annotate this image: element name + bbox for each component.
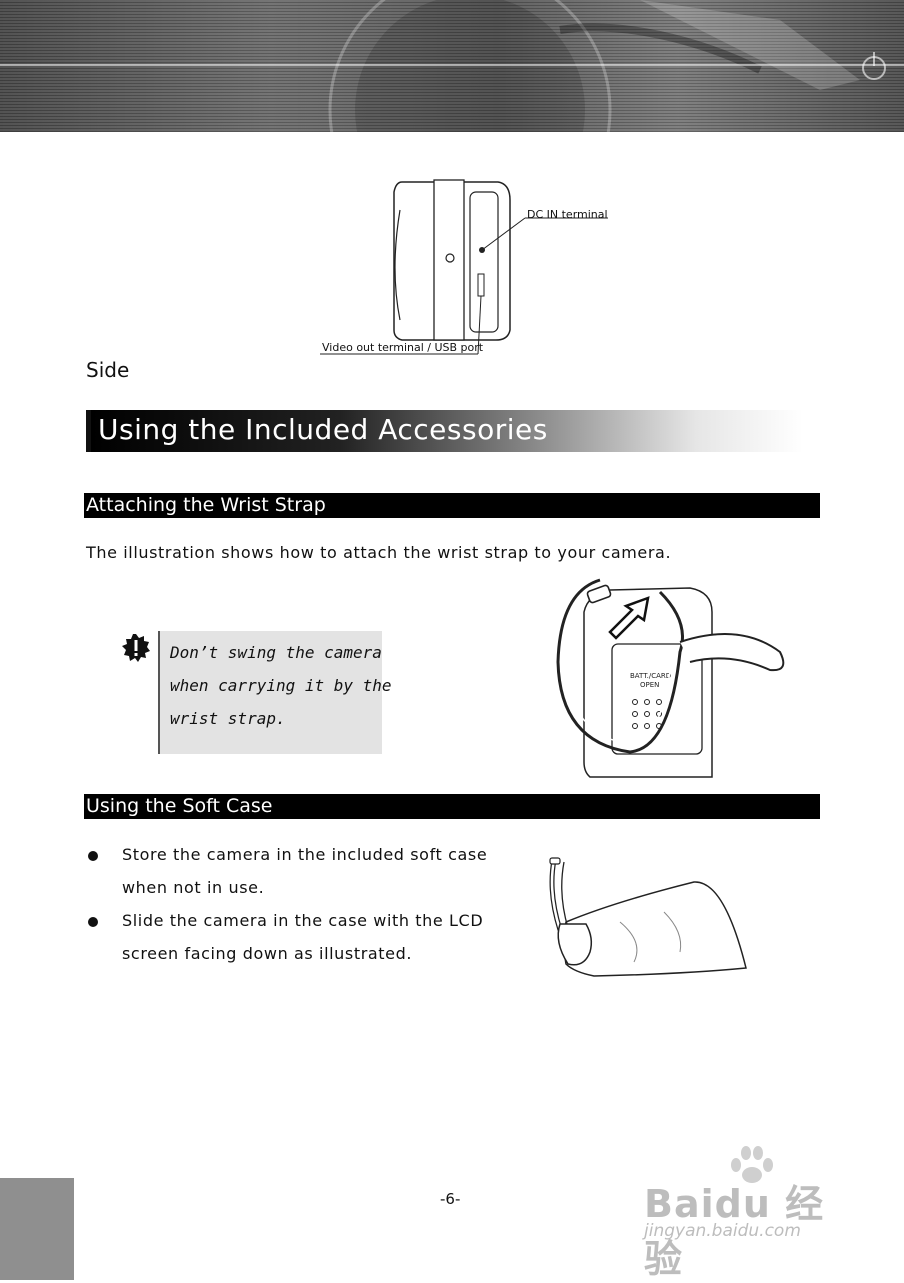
soft-case-figure <box>549 857 747 977</box>
heading-soft-case: Using the Soft Case <box>84 794 820 819</box>
page-corner-tab <box>0 1178 74 1280</box>
bullet-dot <box>88 917 98 927</box>
wrist-strap-intro: The illustration shows how to attach the… <box>86 543 672 562</box>
section-title: Using the Included Accessories <box>98 413 548 446</box>
label-dc-in-terminal: DC IN terminal <box>527 208 608 221</box>
note-line-2: when carrying it by the <box>170 676 392 695</box>
watermark-url: jingyan.baidu.com <box>644 1221 801 1241</box>
figure-caption-side: Side <box>86 358 130 382</box>
header-banner <box>0 0 904 132</box>
paw-icon <box>731 1146 773 1183</box>
section-title-bar: Using the Included Accessories <box>86 410 803 452</box>
wrist-strap-figure: BATT./CARD OPEN <box>556 578 785 778</box>
page-number: -6- <box>440 1190 461 1208</box>
banner-texture <box>0 0 904 132</box>
banner-rule <box>0 64 904 66</box>
bullet-2-line-1: Slide the camera in the case with the LC… <box>122 911 484 930</box>
note-box: Don’t swing the camera when carrying it … <box>158 631 392 754</box>
note-line-1: Don’t swing the camera <box>170 643 382 662</box>
banner-camera-graphic <box>328 0 886 132</box>
bullet-2-line-2: screen facing down as illustrated. <box>122 944 413 963</box>
bullet-1-line-1: Store the camera in the included soft ca… <box>122 845 488 864</box>
figure-text-open: OPEN <box>640 681 659 689</box>
figure-text-batt-card: BATT./CARD <box>630 672 671 680</box>
heading-wrist-strap: Attaching the Wrist Strap <box>84 493 820 518</box>
watermark-logo: Baidu 经验 <box>644 1182 825 1281</box>
watermark: Baidu 经验 jingyan.baidu.com <box>640 1145 860 1281</box>
warning-icon <box>122 634 150 662</box>
label-video-usb-port: Video out terminal / USB port <box>322 341 484 354</box>
note-line-3: wrist strap. <box>170 709 286 728</box>
bullet-dot <box>88 851 98 861</box>
bullet-1-line-2: when not in use. <box>122 878 265 897</box>
camera-side-figure <box>320 179 608 355</box>
